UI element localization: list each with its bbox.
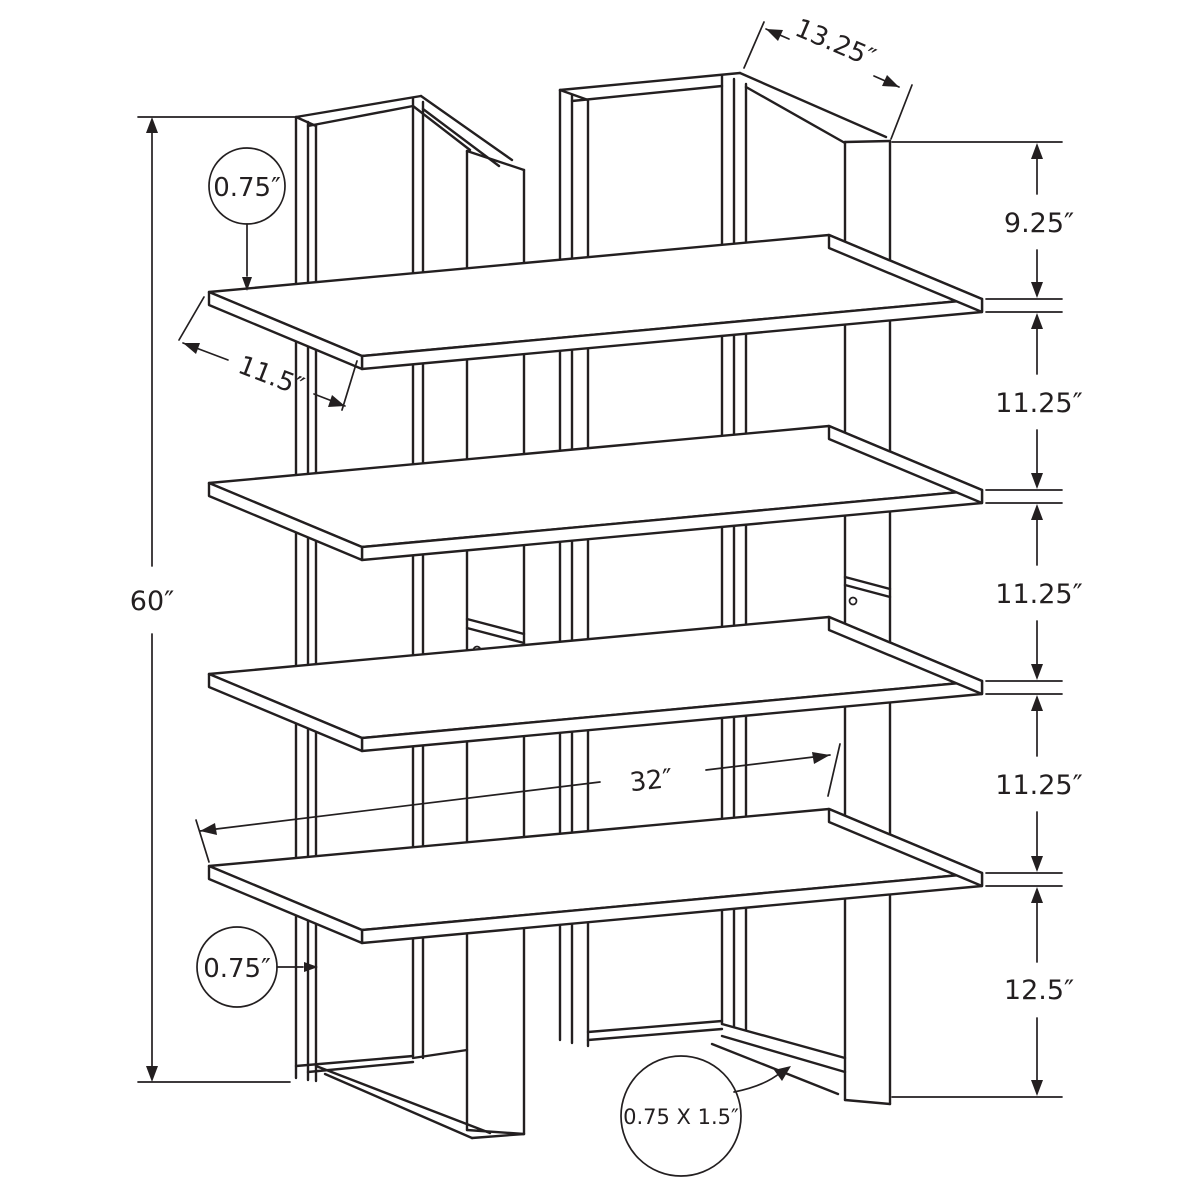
right-frame (558, 71, 892, 1106)
gap-upper-label: 11.25″ (995, 388, 1082, 419)
shelf-1 (207, 233, 984, 371)
shelf-thickness-label: 0.75″ (213, 173, 281, 203)
frame-depth-label: 13.25″ (791, 13, 880, 74)
dimension-right-chain: 9.25″ 11.25″ 11.25″ 11.25″ 12.5″ (891, 141, 1083, 1098)
callout-circle (620, 1055, 742, 1177)
dimension-overall-height: 60″ (130, 116, 297, 1083)
post-thickness-label: 0.75″ (203, 954, 271, 984)
left-frame (294, 94, 526, 1140)
gap-top-label: 9.25″ (1004, 208, 1074, 239)
dimension-frame-depth: 13.25″ (743, 13, 913, 140)
bolt-icon (848, 596, 858, 606)
shelf-4 (207, 807, 984, 945)
shelf-2 (207, 424, 984, 562)
overall-height-label: 60″ (130, 586, 174, 617)
base-tube-label: 0.75 X 1.5″ (623, 1105, 739, 1129)
shelf-width-label: 32″ (628, 764, 674, 798)
gap-bottom-label: 12.5″ (1004, 975, 1074, 1006)
gap-middle-label: 11.25″ (995, 579, 1082, 610)
dimension-shelf-width: 32″ (195, 743, 841, 863)
gap-lower-label: 11.25″ (995, 770, 1082, 801)
callout-post-thickness: 0.75″ (196, 926, 318, 1008)
shelf-3 (207, 615, 984, 753)
callout-base-tube: 0.75 X 1.5″ (620, 1055, 791, 1177)
callout-shelf-thickness: 0.75″ (208, 147, 286, 291)
